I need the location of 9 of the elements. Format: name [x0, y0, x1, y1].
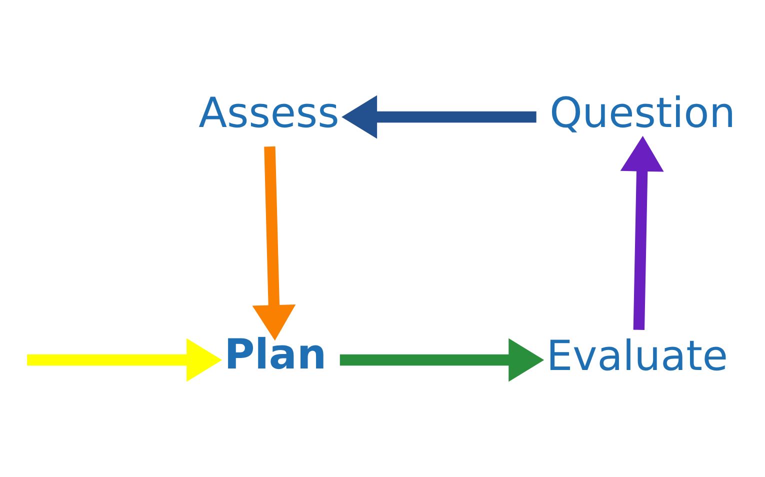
arrow [252, 146, 296, 341]
node-text: Plan [224, 329, 327, 378]
arrow [340, 338, 544, 382]
node-text: Assess [198, 88, 340, 138]
node-text: Evaluate [546, 331, 728, 380]
arrow [620, 136, 664, 330]
node-text: Question [550, 88, 736, 138]
arrow [27, 338, 222, 382]
arrow [342, 95, 536, 139]
